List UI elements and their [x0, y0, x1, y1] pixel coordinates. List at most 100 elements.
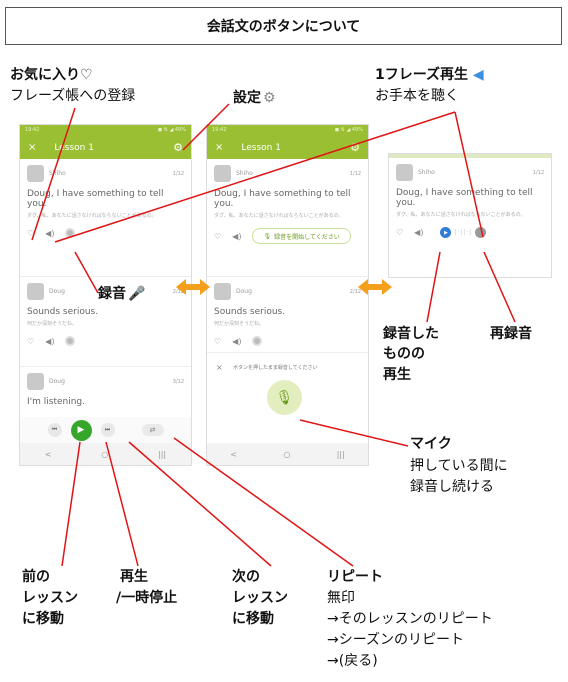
status-icons: ◼ ⇅ ◢ 49%: [157, 127, 186, 133]
transition-arrows: [176, 279, 392, 295]
english-text: Doug, I have something to tell you.: [27, 189, 164, 209]
record-button[interactable]: [252, 336, 263, 346]
speaker-icon[interactable]: ◀): [414, 228, 424, 237]
heart-icon[interactable]: ♡: [27, 228, 35, 238]
heart-icon[interactable]: ♡: [27, 336, 35, 346]
speaker-name: Shiho: [49, 170, 66, 177]
next-lesson-button[interactable]: ⏭: [100, 423, 115, 437]
settings-label: 設定⚙: [233, 89, 276, 108]
japanese-text: ダグ、私、あなたに話さなければならないことがあるの。: [214, 213, 344, 219]
player-bar: ⏮ ▶ ⏭ ⇄: [20, 417, 191, 443]
speaker-icon[interactable]: ◀): [232, 231, 242, 241]
avatar: [27, 373, 44, 390]
double-arrow-icon: [358, 279, 392, 295]
message-count: 1/12: [349, 170, 361, 177]
prev-lesson-button[interactable]: ⏮: [47, 423, 62, 437]
phrase-play-pointer-line-2: [454, 111, 484, 238]
nav-menu-icon[interactable]: |||: [158, 449, 167, 459]
speaker-icon[interactable]: ◀): [45, 228, 55, 238]
favorite-label: お気に入り♡: [10, 67, 93, 83]
next-label-3: に移動: [232, 611, 274, 627]
record-start-pill[interactable]: 🎙録音を開始してください: [252, 228, 351, 244]
speaker-name: Doug: [236, 288, 252, 295]
status-bar: 19:42 ◼ ⇅ ◢ 49%: [207, 125, 368, 136]
heart-icon[interactable]: ♡: [214, 336, 222, 346]
android-nav-bar: < ○ |||: [207, 443, 368, 465]
recorded-play-label-1: 録音した: [383, 326, 439, 342]
japanese-text: ダグ、私、あなたに話さなければならないことがあるの。: [27, 213, 157, 219]
nav-menu-icon[interactable]: |||: [336, 449, 345, 459]
favorite-pointer-line: [31, 107, 76, 241]
status-icons: ◼ ⇅ ◢ 49%: [334, 127, 363, 133]
mic-icon: 🎤: [128, 286, 146, 302]
record-button[interactable]: [65, 336, 76, 346]
record-start-text: 録音を開始してください: [274, 233, 340, 241]
phrase-play-label: 1フレーズ再生 ◀: [375, 66, 484, 85]
rerecord-label: 再録音: [490, 326, 532, 342]
mic-icon: 🎙: [263, 232, 272, 240]
mic-icon: 🎙: [275, 389, 294, 406]
speaker-icon[interactable]: ◀): [232, 336, 242, 346]
app-bar: × Lesson 1 ⚙: [20, 136, 191, 159]
status-bar: 19:42 ◼ ⇅ ◢ 49%: [20, 125, 191, 136]
play-recording-button[interactable]: ▶: [440, 227, 452, 238]
prev-label-2: レッスン: [22, 590, 78, 606]
recorded-play-label-2: ものの: [383, 346, 425, 362]
close-icon[interactable]: ×: [28, 142, 37, 153]
mic-pointer-line: [299, 419, 409, 447]
repeat-desc-1: 無印: [327, 590, 355, 606]
settings-gear-icon[interactable]: ⚙: [173, 141, 183, 154]
close-icon[interactable]: ×: [215, 142, 224, 153]
english-text: Sounds serious.: [214, 307, 286, 317]
speaker-icon[interactable]: ◀): [45, 336, 55, 346]
record-text: 録音: [98, 286, 126, 302]
next-label-2: レッスン: [232, 590, 288, 606]
repeat-button[interactable]: ⇄: [141, 424, 164, 436]
message-count: 3/12: [172, 378, 184, 385]
speaker-name: Shiho: [418, 169, 435, 176]
heart-icon[interactable]: ♡: [396, 228, 404, 237]
nav-home-icon[interactable]: ○: [101, 449, 109, 459]
japanese-text: 何だか深刻そうだね。: [27, 321, 78, 327]
japanese-text: ダグ、私、あなたに話さなければならないことがあるの。: [396, 212, 526, 218]
settings-gear-icon[interactable]: ⚙: [350, 141, 360, 154]
next-label-1: 次の: [232, 569, 260, 585]
status-time: 19:42: [25, 127, 40, 133]
prev-label-3: に移動: [22, 611, 64, 627]
play-pause-button[interactable]: ▶: [70, 419, 92, 441]
page-title-box: 会話文のボタンについて: [5, 7, 562, 45]
double-arrow-icon: [176, 279, 210, 295]
play-label-2: /一時停止: [116, 590, 178, 606]
status-time: 19:42: [212, 127, 227, 133]
phrase-play-pointer-line-1: [54, 111, 456, 243]
recorded-play-label-3: 再生: [383, 367, 411, 383]
page-title: 会話文のボタンについて: [206, 19, 361, 35]
avatar: [214, 283, 231, 300]
heart-icon[interactable]: ♡: [214, 231, 222, 241]
mic-button[interactable]: 🎙: [267, 380, 302, 415]
nav-home-icon[interactable]: ○: [283, 449, 291, 459]
lesson-title: Lesson 1: [54, 142, 94, 153]
prev-label-1: 前の: [22, 569, 50, 585]
nav-back-icon[interactable]: <: [44, 449, 52, 459]
waveform-icon: |·||·|: [454, 229, 473, 236]
record-pointer-line: [74, 251, 99, 294]
english-text: Doug, I have something to tell you.: [396, 188, 533, 208]
close-sheet-icon[interactable]: ×: [216, 363, 223, 372]
speaker-name: Doug: [49, 288, 65, 295]
repeat-desc-3: →シーズンのリピート: [327, 632, 465, 648]
message-count: 1/12: [172, 170, 184, 177]
nav-back-icon[interactable]: <: [230, 449, 237, 459]
next-pointer-line: [128, 441, 272, 567]
message-count: 2/12: [349, 288, 361, 295]
english-text: I'm listening.: [27, 397, 85, 407]
repeat-label: リピート: [327, 569, 383, 585]
rerecord-button[interactable]: [475, 227, 487, 238]
japanese-text: 何だか深刻そうだね。: [214, 321, 265, 327]
settings-text: 設定: [233, 90, 261, 106]
message-item: Shiho 1/12 Doug, I have something to tell…: [20, 159, 191, 277]
